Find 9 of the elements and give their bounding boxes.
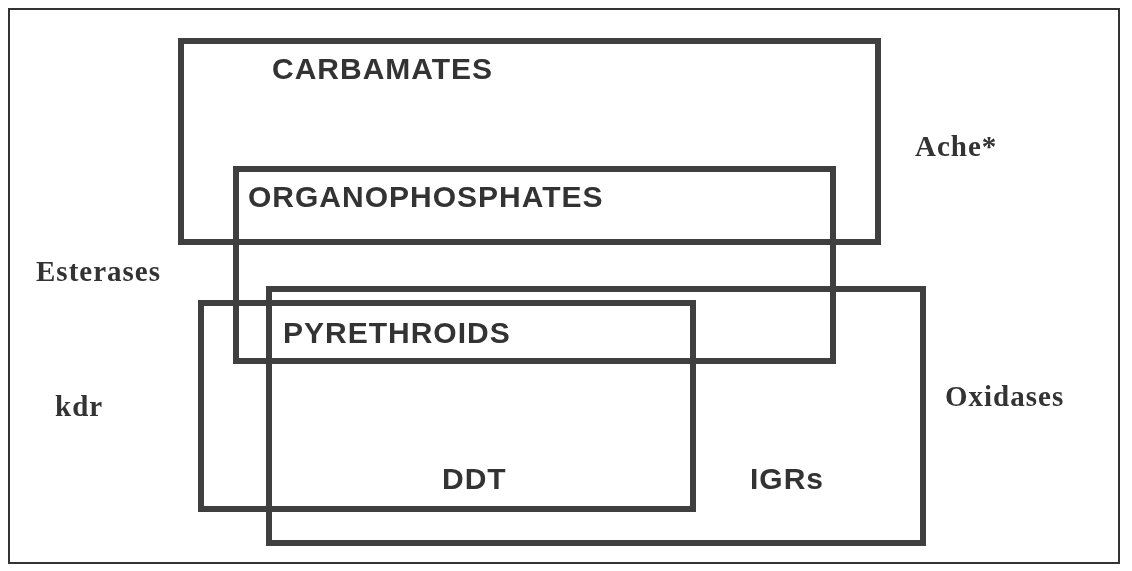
group-heading: Oxidases — [945, 380, 1065, 413]
group-heading: Esterases — [36, 255, 161, 288]
region-label: ORGANOPHOSPHATES — [248, 180, 604, 214]
group-heading: kdr — [55, 390, 104, 423]
region-label: CARBAMATES — [272, 52, 494, 86]
region-label: DDT — [442, 462, 507, 496]
region-label: IGRs — [750, 462, 825, 496]
group-heading: Ache* — [915, 130, 998, 163]
region-label: PYRETHROIDS — [283, 316, 511, 350]
